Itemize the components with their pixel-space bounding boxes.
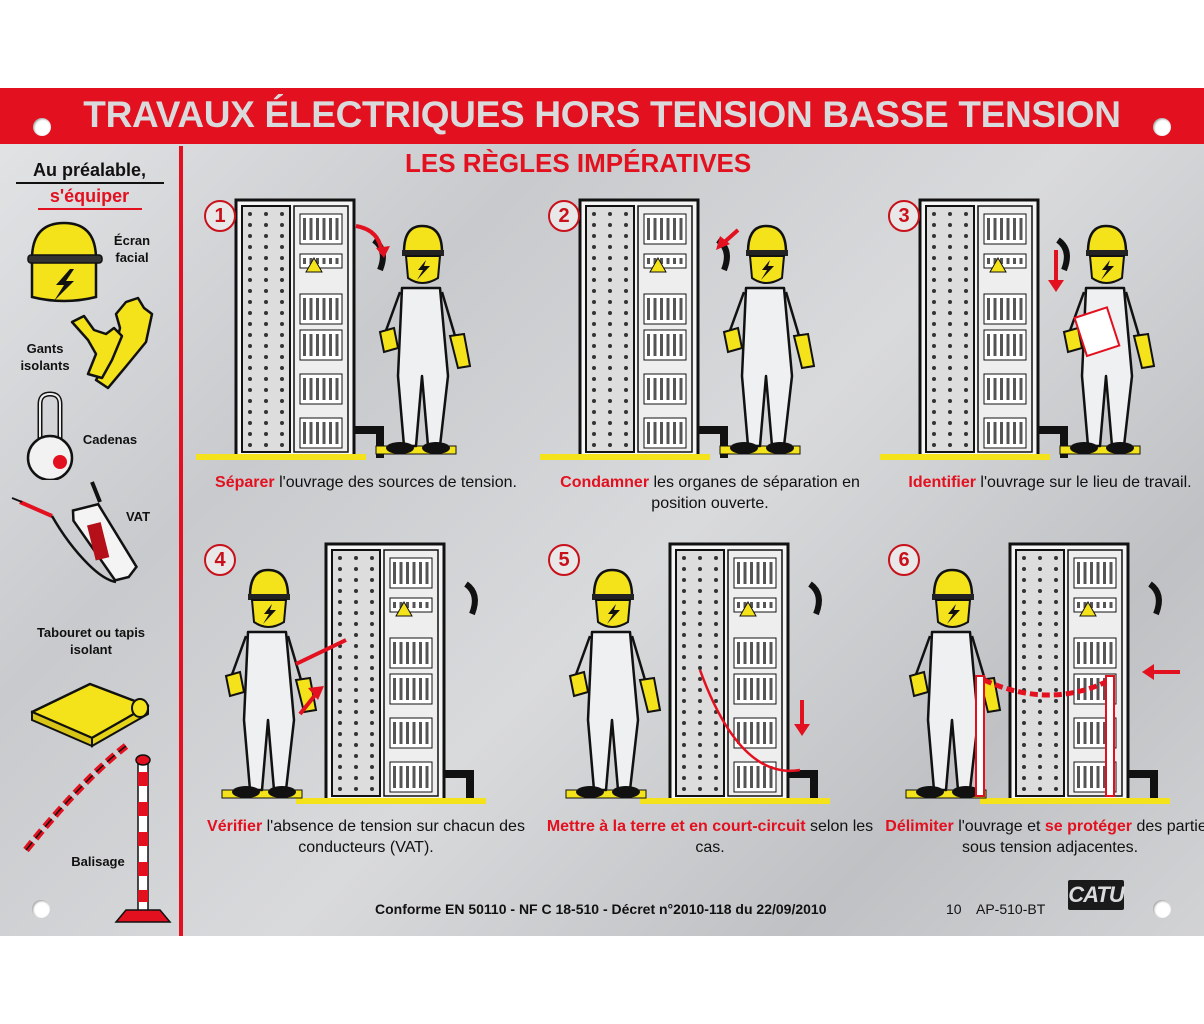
- mounting-hole: [33, 118, 51, 136]
- safety-plate: TRAVAUX ÉLECTRIQUES HORS TENSION BASSE T…: [0, 88, 1204, 936]
- step-text: selon les cas.: [695, 818, 874, 856]
- step-keyword: Délimiter: [885, 818, 954, 835]
- mounting-hole: [1153, 118, 1171, 136]
- step-number-3: 3: [888, 200, 920, 232]
- step-illustration-6: [905, 542, 1180, 804]
- step-text: l'absence de tension sur chacun des cond…: [262, 818, 525, 856]
- face-shield-icon: [27, 221, 103, 303]
- step-text: les organes de séparation en position ou…: [649, 474, 860, 512]
- padlock-icon: [26, 391, 74, 480]
- mounting-hole: [32, 900, 50, 918]
- step-keyword: Vérifier: [207, 818, 263, 835]
- step-caption-1: Séparer l'ouvrage des sources de tension…: [196, 472, 536, 493]
- rules-subtitle: LES RÈGLES IMPÉRATIVES: [405, 148, 752, 178]
- insulating-mat-icon: [30, 682, 150, 748]
- step-number-5: 5: [548, 544, 580, 576]
- step-number-2: 2: [548, 200, 580, 232]
- sidebar-label-mat: Tabouret ou tapis isolant: [36, 625, 146, 657]
- step-caption-2: Condamner les organes de séparation en p…: [540, 472, 880, 514]
- step-caption-4: Vérifier l'absence de tension sur chacun…: [196, 816, 536, 858]
- sidebar-label-barrier: Balisage: [71, 854, 125, 869]
- sidebar-label-gloves: Gants isolants: [20, 341, 70, 373]
- plate-number: 10: [946, 901, 962, 917]
- step-number-4: 4: [204, 544, 236, 576]
- step-text: l'ouvrage sur le lieu de travail.: [975, 474, 1192, 491]
- step-illustration-1: [196, 198, 472, 460]
- step-illustration-2: [540, 198, 816, 460]
- step-caption-6: Délimiter l'ouvrage et se protéger des p…: [880, 816, 1204, 858]
- step-caption-5: Mettre à la terre et en court-circuit se…: [540, 816, 880, 858]
- step-illustration-5: [565, 542, 830, 804]
- sidebar-heading-2: s'équiper: [49, 186, 130, 206]
- step-keyword: Séparer: [215, 474, 275, 491]
- voltage-tester-icon: [11, 481, 138, 584]
- sidebar-label-face-shield: Écran facial: [113, 233, 151, 265]
- insulating-gloves-icon: [70, 296, 154, 390]
- step-text: l'ouvrage des sources de tension.: [274, 474, 517, 491]
- mounting-hole: [1153, 900, 1171, 918]
- step-keyword: Condamner: [560, 474, 650, 491]
- step-keyword: Identifier: [908, 474, 976, 491]
- step-keyword: Mettre à la terre et en court-circuit: [546, 818, 806, 835]
- page-title: TRAVAUX ÉLECTRIQUES HORS TENSION BASSE T…: [83, 94, 1121, 135]
- plate-reference: AP-510-BT: [976, 901, 1046, 917]
- step-text: l'ouvrage et: [953, 818, 1045, 835]
- sidebar-label-vat: VAT: [125, 509, 151, 524]
- sidebar-heading-1: Au préalable,: [32, 160, 147, 180]
- sidebar-divider: [179, 146, 183, 936]
- equipment-sidebar: Au préalable, s'équiper Écran facial Gan…: [0, 144, 179, 936]
- catu-logo: CATU: [1068, 880, 1125, 910]
- sidebar-label-padlock: Cadenas: [82, 432, 138, 447]
- step-illustration-4: [221, 542, 486, 804]
- step-keyword-2: se protéger: [1044, 818, 1132, 835]
- step-caption-3: Identifier l'ouvrage sur le lieu de trav…: [880, 472, 1204, 493]
- title-banner: TRAVAUX ÉLECTRIQUES HORS TENSION BASSE T…: [0, 88, 1204, 144]
- catu-logo-text: CATU: [1068, 882, 1124, 907]
- barrier-chain-icon: [23, 743, 172, 923]
- step-number-1: 1: [204, 200, 236, 232]
- step-number-6: 6: [888, 544, 920, 576]
- compliance-text: Conforme EN 50110 - NF C 18-510 - Décret…: [375, 901, 827, 917]
- step-illustration-3: [880, 198, 1156, 460]
